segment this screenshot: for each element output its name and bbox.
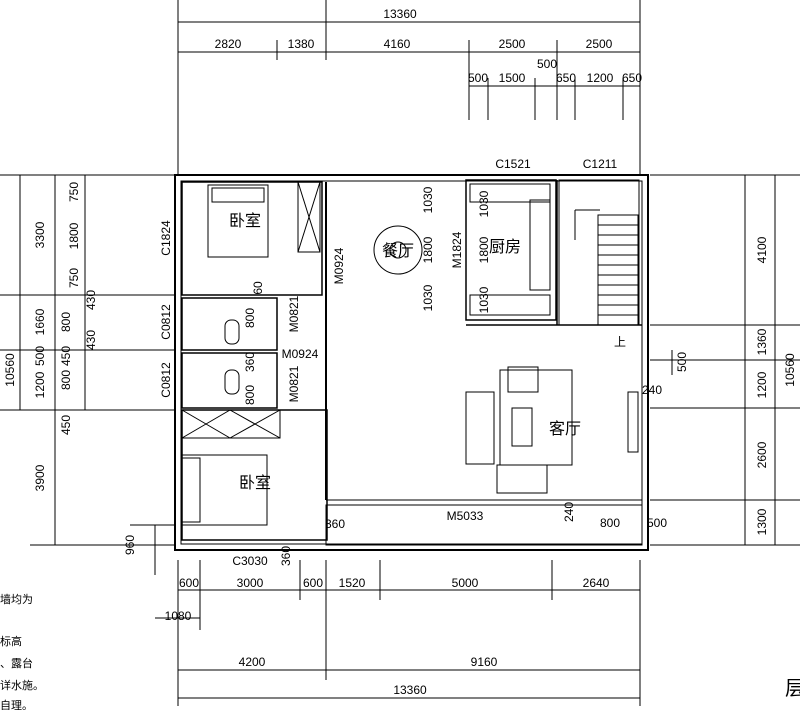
dim-right-inner-5: 1300	[755, 508, 769, 535]
room-kitchen: 厨房	[489, 237, 521, 256]
code-m0924-a: M0924	[332, 247, 346, 284]
dim-top-sub-b-2: 1200	[587, 71, 614, 85]
dim-bottom-row1-6: 2640	[583, 576, 610, 590]
dim-kitchen-v-1: 1030	[477, 190, 491, 217]
dim-dining-v-2: 1800	[421, 236, 435, 263]
room-dining: 餐厅	[382, 241, 414, 260]
dim-bottom-row1-1: 600	[179, 576, 199, 590]
dim-bottom-row1-5: 5000	[452, 576, 479, 590]
dim-top-seg-4: 2500	[499, 37, 526, 51]
dim-bath-4: 60	[251, 281, 265, 295]
dim-top-seg-3: 4160	[384, 37, 411, 51]
dim-left-inner-4: 1200	[33, 371, 47, 398]
dim-kitchen-v-3: 1030	[477, 286, 491, 313]
dim-right-small-1: 500	[675, 352, 689, 372]
note-1: 墙均为	[0, 592, 33, 606]
stair-up-label: 上	[614, 335, 626, 349]
dim-bottom-total: 13360	[393, 683, 427, 697]
dim-left-inner-2: 1660	[33, 308, 47, 335]
dim-bath-1: 800	[243, 308, 257, 328]
code-m5033: M5033	[447, 509, 484, 523]
dim-left-outer: 10560	[3, 353, 17, 387]
dim-left-detail-4: 430	[84, 290, 98, 310]
dim-bath-3: 800	[243, 385, 257, 405]
dim-bath-2: 360	[243, 352, 257, 372]
note-3: 、露台	[0, 656, 33, 670]
corner-glyph: 层	[785, 676, 800, 700]
code-c3030: C3030	[232, 554, 268, 568]
code-c1211: C1211	[583, 157, 618, 171]
dim-left-inner-6: 960	[123, 535, 137, 555]
dim-porch-3: 500	[647, 516, 667, 530]
code-c1521: C1521	[495, 157, 531, 171]
note-4: 详水施。	[0, 678, 44, 692]
dim-bottom-row1-4: 1520	[339, 576, 366, 590]
room-bedroom-bottom: 卧室	[239, 473, 271, 492]
dim-left-inner-5: 3900	[33, 464, 47, 491]
dim-porch-4: 240	[562, 502, 576, 522]
dim-left-detail-3: 750	[67, 268, 81, 288]
dim-left-detail-5: 800	[59, 312, 73, 332]
dim-left-detail-8: 800	[59, 370, 73, 390]
dim-top-seg-5: 2500	[586, 37, 613, 51]
code-m0821-b: M0821	[287, 365, 301, 402]
room-bedroom-top: 卧室	[229, 211, 261, 230]
code-c1824: C1824	[159, 220, 173, 256]
dim-top-sub-a-2: 1500	[499, 71, 526, 85]
dim-porch-5: 360	[279, 546, 293, 566]
dim-bottom-row2-2: 9160	[471, 655, 498, 669]
dim-left-detail-7: 450	[59, 346, 73, 366]
dim-left-inner-1: 3300	[33, 221, 47, 248]
dim-top-seg-1: 2820	[215, 37, 242, 51]
dim-bottom-row2-1: 4200	[239, 655, 266, 669]
note-5: 自理。	[0, 699, 33, 710]
code-c0812-a: C0812	[159, 304, 173, 340]
dim-left-detail-2: 1800	[67, 222, 81, 249]
code-c0812-b: C0812	[159, 362, 173, 398]
dim-top-seg-2: 1380	[288, 37, 315, 51]
code-m1824: M1824	[450, 231, 464, 268]
dim-right-outer: 10560	[783, 353, 797, 387]
dim-top-sub-b-1: 650	[556, 71, 576, 85]
dim-right-inner-2: 1360	[755, 328, 769, 355]
dim-left-detail-9: 450	[59, 415, 73, 435]
code-m0821-a: M0821	[287, 295, 301, 332]
dim-left-inner-3: 500	[33, 346, 47, 366]
dim-top-sub-a-3: 500	[537, 57, 557, 71]
dim-right-inner-3: 1200	[755, 371, 769, 398]
dim-dining-v-3: 1030	[421, 284, 435, 311]
dim-top-total: 13360	[383, 7, 417, 21]
dim-bottom-row1-3: 600	[303, 576, 323, 590]
dim-right-inner-4: 2600	[755, 441, 769, 468]
dim-right-small-2: 240	[642, 383, 662, 397]
dim-dining-v-1: 1030	[421, 186, 435, 213]
room-living: 客厅	[549, 419, 581, 438]
dim-kitchen-v-2: 1800	[477, 236, 491, 263]
dim-top-sub-b-3: 650	[622, 71, 642, 85]
dim-left-detail-1: 750	[67, 182, 81, 202]
dim-bottom-offset: 1080	[165, 609, 192, 623]
dim-right-inner-1: 4100	[755, 236, 769, 263]
dim-top-sub-a-1: 500	[468, 71, 488, 85]
dim-bottom-row1-2: 3000	[237, 576, 264, 590]
dim-porch-1: 360	[325, 517, 345, 531]
code-m0924-b: M0924	[282, 347, 319, 361]
dim-porch-2: 800	[600, 516, 620, 530]
note-2: 标高	[0, 634, 22, 648]
dim-left-detail-6: 430	[84, 330, 98, 350]
